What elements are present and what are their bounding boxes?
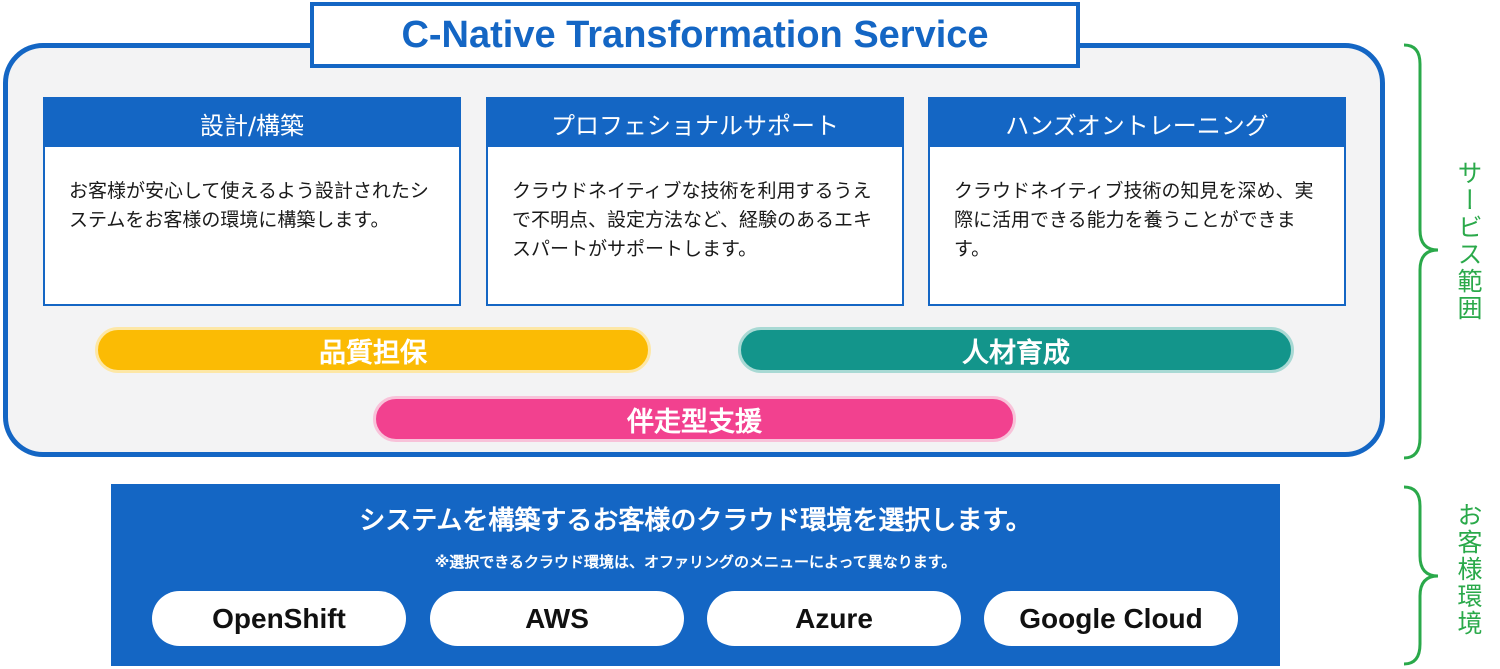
customer-env-label: お客様環境 xyxy=(1454,502,1483,637)
service-title: C-Native Transformation Service xyxy=(310,2,1080,68)
environment-title: システムを構築するお客様のクラウド環境を選択します。 xyxy=(359,506,1032,536)
service-scope-brace xyxy=(1403,43,1439,460)
pill-talent-development: 人材育成 xyxy=(738,327,1294,373)
pill-accompanying-support: 伴走型支援 xyxy=(373,396,1016,442)
card-description: クラウドネイティブな技術を利用するうえで不明点、設定方法など、経験のあるエキスパ… xyxy=(512,180,873,260)
card-professional-support: プロフェショナルサポート クラウドネイティブな技術を利用するうえで不明点、設定方… xyxy=(486,97,904,306)
customer-env-brace xyxy=(1403,485,1439,666)
service-scope-label: サービス範囲 xyxy=(1454,160,1483,322)
cloud-option-azure: Azure xyxy=(707,591,961,646)
pill-quality-assurance: 品質担保 xyxy=(95,327,651,373)
card-description: お客様が安心して使えるよう設計されたシステムをお客様の環境に構築します。 xyxy=(69,180,429,231)
card-description: クラウドネイティブ技術の知見を深め、実際に活用できる能力を養うことができます。 xyxy=(954,180,1314,260)
card-heading: 設計/構築 xyxy=(45,99,459,147)
card-design-build: 設計/構築 お客様が安心して使えるよう設計されたシステムをお客様の環境に構築しま… xyxy=(43,97,461,306)
card-hands-on-training: ハンズオントレーニング クラウドネイティブ技術の知見を深め、実際に活用できる能力… xyxy=(928,97,1346,306)
environment-note: ※選択できるクラウド環境は、オファリングのメニューによって異なります。 xyxy=(434,553,957,571)
cloud-option-aws: AWS xyxy=(430,591,684,646)
card-heading: ハンズオントレーニング xyxy=(930,99,1344,147)
cloud-option-openshift: OpenShift xyxy=(152,591,406,646)
card-heading: プロフェショナルサポート xyxy=(488,99,902,147)
cloud-option-google-cloud: Google Cloud xyxy=(984,591,1238,646)
